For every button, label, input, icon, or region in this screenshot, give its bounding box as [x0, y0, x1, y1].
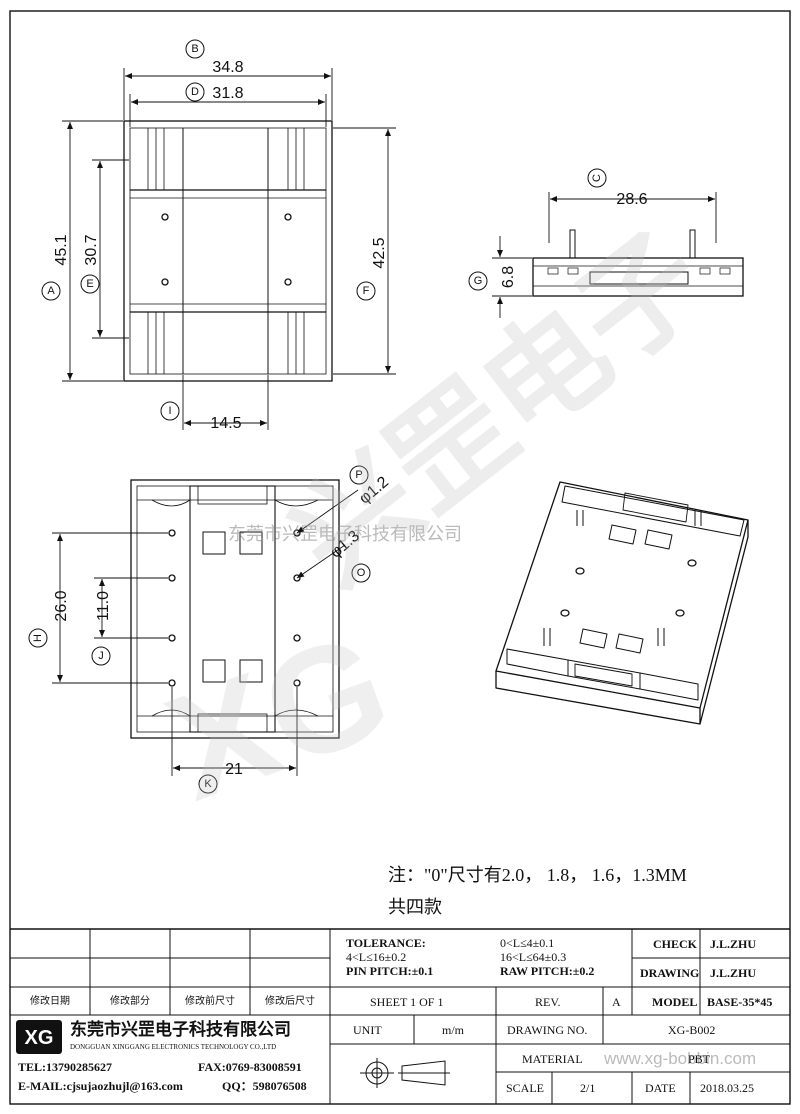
side-view: [532, 229, 744, 297]
pin-pitch: PIN PITCH:±0.1: [346, 964, 434, 978]
balloon-g: G: [474, 275, 483, 287]
dim-pin-span: 28.6: [616, 191, 647, 208]
sheet-border: [9, 10, 791, 1105]
dim-inner-width: 31.8: [212, 85, 243, 102]
rev-header-before: 修改前尺寸: [185, 996, 235, 1007]
company-logo: XG: [16, 1020, 62, 1054]
isometric-view: [495, 481, 749, 725]
balloons: [28, 39, 607, 794]
rev-label: REV.: [535, 995, 561, 1009]
dim-overall-length: 45.1: [53, 234, 70, 265]
company-name-en: DONGGUAN XINGGANG ELECTRONICS TECHNOLOGY…: [70, 1043, 277, 1051]
material-value: PBT: [688, 1052, 711, 1066]
balloon-p: P: [355, 469, 362, 481]
balloon-k: K: [204, 778, 212, 790]
company-name-cn: 东莞市兴罡电子科技有限公司: [70, 1020, 291, 1039]
scale-label: SCALE: [506, 1081, 545, 1095]
balloon-e: E: [86, 278, 93, 290]
unit-label: UNIT: [353, 1023, 382, 1037]
scale-value: 2/1: [580, 1081, 596, 1095]
rev-header-after: 修改后尺寸: [265, 996, 315, 1007]
tolerance-range-3: 16<L≤64±0.3: [500, 950, 567, 964]
date-label: DATE: [645, 1081, 676, 1095]
dim-rib-spacing: 14.5: [210, 415, 241, 432]
balloon-h: H: [32, 634, 44, 642]
bottom-view-dimensions: [52, 489, 359, 776]
balloon-j: J: [98, 650, 104, 662]
dim-inner-length: 30.7: [83, 234, 100, 265]
note-line-1: 注："0"尺寸有2.0， 1.8， 1.6，1.3MM: [388, 865, 687, 885]
company-qq: QQ：598076508: [222, 1079, 307, 1093]
balloon-o: O: [357, 567, 366, 579]
tolerance-range-1: 0<L≤4±0.1: [500, 936, 555, 950]
tolerance-label: TOLERANCE:: [346, 936, 426, 950]
balloon-b: B: [191, 43, 198, 55]
title-block-grid: [10, 928, 790, 1104]
dim-height: 6.8: [500, 266, 517, 288]
balloon-i: I: [168, 405, 171, 417]
dim-pin-column-span: 21: [225, 761, 243, 778]
drawing-no-value: XG-B002: [668, 1023, 716, 1037]
dim-hole-o: φ1.3: [327, 527, 363, 561]
date-value: 2018.03.25: [700, 1081, 754, 1095]
sheet-number: SHEET 1 OF 1: [370, 995, 444, 1009]
drawing-label: DRAWING: [640, 966, 700, 980]
drawing-value: J.L.ZHU: [710, 966, 757, 980]
rev-value: A: [612, 995, 621, 1009]
unit-value: m/m: [442, 1023, 465, 1037]
dim-pin-pitch: 11.0: [95, 591, 112, 621]
balloon-a: A: [47, 285, 55, 297]
company-fax: FAX:0769-83008591: [198, 1060, 302, 1074]
company-email: E-MAIL:cjsujaozhujl@163.com: [18, 1079, 183, 1093]
balloon-f: F: [363, 285, 370, 297]
check-value: J.L.ZHU: [710, 937, 757, 951]
model-label: MODEL: [652, 995, 698, 1009]
note-line-2: 共四款: [388, 897, 442, 917]
drawing-no-label: DRAWING NO.: [507, 1023, 588, 1037]
svg-text:XG: XG: [25, 1027, 54, 1049]
check-label: CHECK: [653, 937, 698, 951]
tolerance-range-2: 4<L≤16±0.2: [346, 950, 407, 964]
top-view-dimensions: [62, 68, 396, 430]
top-view: [123, 120, 333, 382]
side-view-dimensions: [492, 192, 717, 318]
projection-symbol: [360, 1058, 450, 1088]
bottom-view: [130, 479, 340, 739]
dim-overall-width: 34.8: [212, 59, 243, 76]
balloon-letters: B D A E F I C G P O H J K: [32, 43, 603, 790]
dimension-texts: 34.8 31.8 45.1 30.7 42.5 14.5 28.6 6.8 φ…: [53, 59, 648, 778]
company-tel: TEL:13790285627: [18, 1060, 113, 1074]
dim-side-length: 42.5: [371, 237, 388, 268]
balloon-d: D: [191, 86, 199, 98]
rev-header-date: 修改日期: [30, 996, 70, 1007]
material-label: MATERIAL: [522, 1052, 583, 1066]
balloon-c: C: [591, 174, 603, 182]
dim-pin-row-span: 26.0: [53, 590, 70, 621]
raw-pitch: RAW PITCH:±0.2: [500, 964, 595, 978]
rev-header-part: 修改部分: [110, 996, 150, 1007]
model-value: BASE-35*45: [707, 995, 773, 1009]
